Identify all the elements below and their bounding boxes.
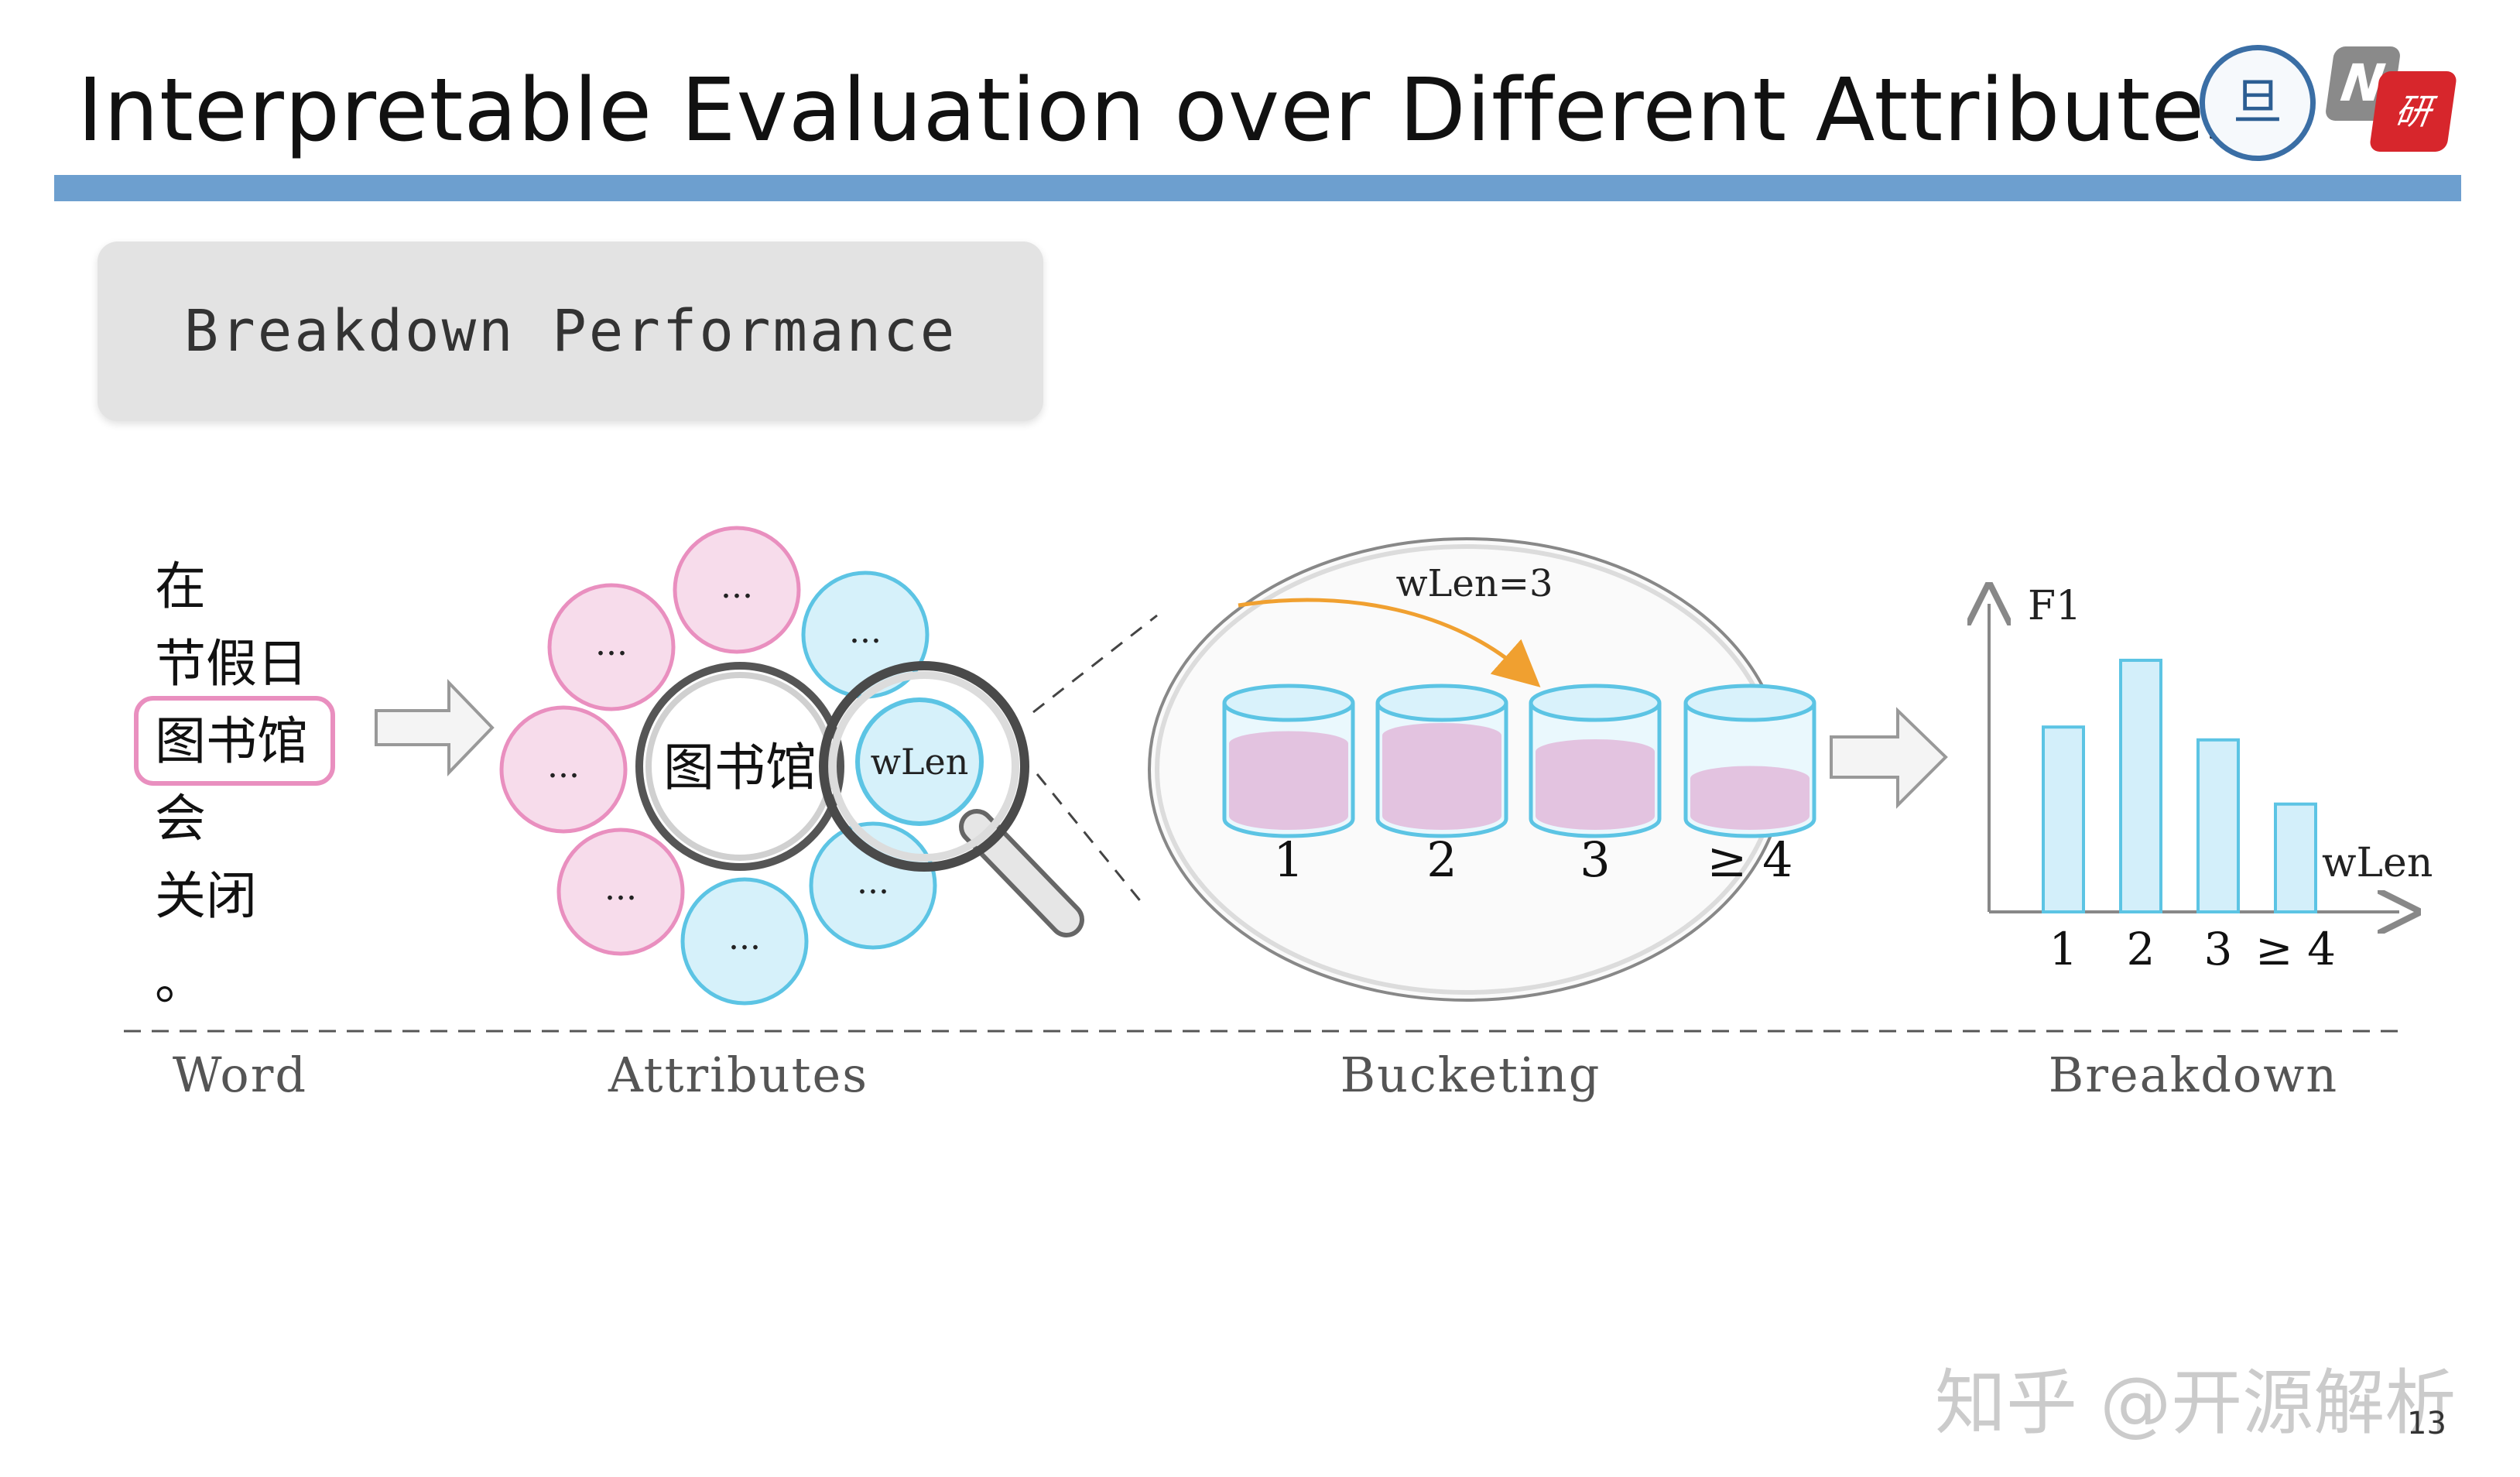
zoom-line-bottom bbox=[1036, 773, 1147, 908]
attribute-bubble bbox=[499, 705, 628, 834]
sentence-token: 节假日 bbox=[155, 634, 308, 694]
title-rule bbox=[54, 175, 2461, 201]
flow-arrow-1 bbox=[375, 679, 495, 776]
stage-label: Bucketing bbox=[1340, 1047, 1601, 1103]
bucket-fill bbox=[1382, 723, 1501, 830]
watermark: 知乎 @开源解析 bbox=[1935, 1362, 2457, 1444]
attribute-bubble bbox=[547, 583, 676, 711]
bar bbox=[2196, 738, 2240, 913]
center-word-circle bbox=[635, 662, 844, 871]
bar bbox=[2119, 658, 2162, 913]
highlighted-word: 图书馆 bbox=[155, 711, 308, 771]
bucket: ≥ 4 bbox=[1683, 684, 1816, 888]
y-axis-label: F1 bbox=[2028, 583, 2081, 629]
bubble-placeholder: ... bbox=[857, 862, 889, 902]
section-label: Breakdown Performance bbox=[183, 298, 957, 365]
x-axis-label: wLen bbox=[2322, 840, 2433, 886]
bubble-placeholder: ... bbox=[849, 612, 882, 651]
sentence-token: 关闭 bbox=[155, 866, 257, 926]
bucket-rule-label: wLen=3 bbox=[1395, 562, 1553, 605]
stage-label: Breakdown bbox=[2049, 1047, 2338, 1103]
highlighted-word-box bbox=[134, 696, 335, 786]
bucket-label: 3 bbox=[1580, 831, 1610, 888]
stage-label: Word bbox=[173, 1047, 307, 1103]
bar bbox=[2274, 802, 2317, 913]
bucket: 1 bbox=[1222, 684, 1355, 888]
bubble-placeholder: ... bbox=[728, 918, 761, 958]
page-number: 13 bbox=[2407, 1406, 2446, 1441]
bubble-placeholder: ... bbox=[721, 567, 753, 606]
attribute-bubble bbox=[673, 526, 801, 654]
flow-arrow-2 bbox=[1830, 707, 1948, 809]
bucket-arrow bbox=[1238, 598, 1541, 687]
stage-labels: Word Attributes Bucketing Breakdown bbox=[173, 1047, 2338, 1103]
buckets: 1 2 3 ≥ 4 bbox=[1222, 684, 1816, 888]
focus-attribute-bubble bbox=[855, 697, 984, 826]
bucket-fill bbox=[1690, 766, 1810, 830]
bucket-label: 2 bbox=[1426, 831, 1457, 888]
bubble-placeholder: ... bbox=[547, 746, 580, 786]
sentence-token: 。 bbox=[155, 951, 206, 1011]
attribute-bubble bbox=[680, 877, 809, 1006]
bubble-placeholder: ... bbox=[595, 624, 628, 663]
bucket-label: ≥ 4 bbox=[1707, 831, 1792, 888]
focus-attribute-label: wLen bbox=[871, 741, 969, 783]
bucket: 3 bbox=[1529, 684, 1662, 888]
sentence-token: 会 bbox=[155, 789, 206, 848]
zoom-line-top bbox=[1032, 614, 1158, 714]
bucket-fill bbox=[1536, 739, 1655, 830]
bubble-placeholder: ... bbox=[604, 869, 637, 908]
stage-label: Attributes bbox=[608, 1047, 868, 1103]
x-tick-label: 1 bbox=[2049, 923, 2078, 975]
bucket-fill bbox=[1229, 731, 1348, 830]
center-word: 图书馆 bbox=[663, 738, 817, 797]
university-logo bbox=[2200, 45, 2316, 161]
x-tick-label: 3 bbox=[2204, 923, 2233, 975]
section-label-box bbox=[98, 242, 1043, 421]
attribute-bubble bbox=[556, 828, 685, 956]
slide-title: Interpretable Evaluation over Different … bbox=[77, 60, 2251, 161]
magnifier-icon bbox=[819, 661, 1084, 937]
bar bbox=[2042, 725, 2085, 914]
x-tick-label: 2 bbox=[2127, 923, 2155, 975]
attribute-bubbles: ..................... wLen 图书馆 bbox=[499, 526, 984, 1006]
bucket: 2 bbox=[1375, 684, 1508, 888]
x-tick-label: ≥ 4 bbox=[2255, 923, 2336, 975]
bucket-label: 1 bbox=[1273, 831, 1303, 888]
university-logo-mark: 旦 bbox=[2233, 74, 2282, 132]
sentence-token: 在 bbox=[155, 557, 206, 616]
